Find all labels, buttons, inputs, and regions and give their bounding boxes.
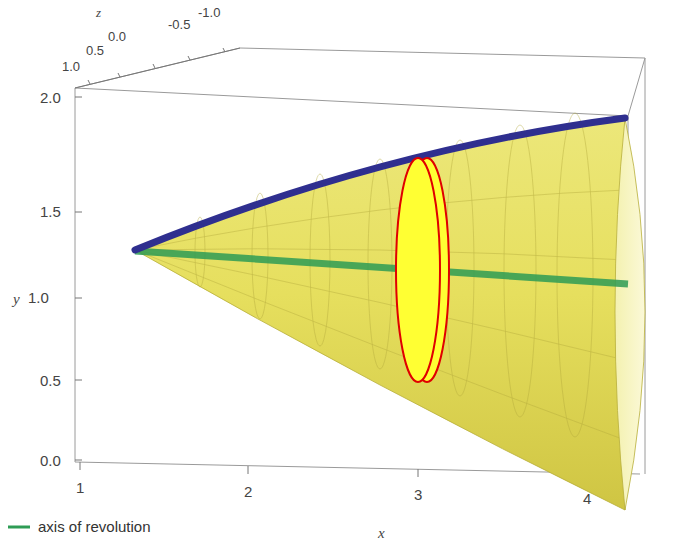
tick-label: 0.0: [108, 30, 126, 43]
tick-label: -0.5: [168, 18, 190, 31]
axis-title: y: [13, 292, 20, 307]
axis-of-revolution: [135, 251, 628, 284]
axis-title: z: [96, 6, 101, 19]
disk-slice: [396, 158, 440, 382]
tick-label: 0.0: [40, 453, 61, 468]
tick-label: 1.0: [28, 290, 49, 305]
tick-label: 1.0: [62, 60, 80, 73]
cone-base: [615, 118, 645, 510]
tick-label: 2: [244, 484, 252, 499]
axis-title: x: [378, 526, 385, 541]
x-axis-ticks: [80, 462, 588, 481]
tick-label: -1.0: [198, 6, 220, 19]
y-axis-ticks: [75, 97, 82, 460]
legend-label: axis of revolution: [38, 519, 151, 534]
tick-label: 2.0: [40, 90, 61, 105]
tick-label: 1: [76, 480, 84, 495]
tick-label: 3: [414, 487, 422, 502]
tick-label: 4: [583, 491, 591, 506]
cone-surface: [135, 118, 625, 510]
tick-label: 0.5: [86, 44, 104, 57]
tick-label: 0.5: [40, 373, 61, 388]
generating-curve: [135, 118, 625, 250]
legend-line-sample: [8, 526, 30, 529]
tick-label: 1.5: [40, 204, 61, 219]
